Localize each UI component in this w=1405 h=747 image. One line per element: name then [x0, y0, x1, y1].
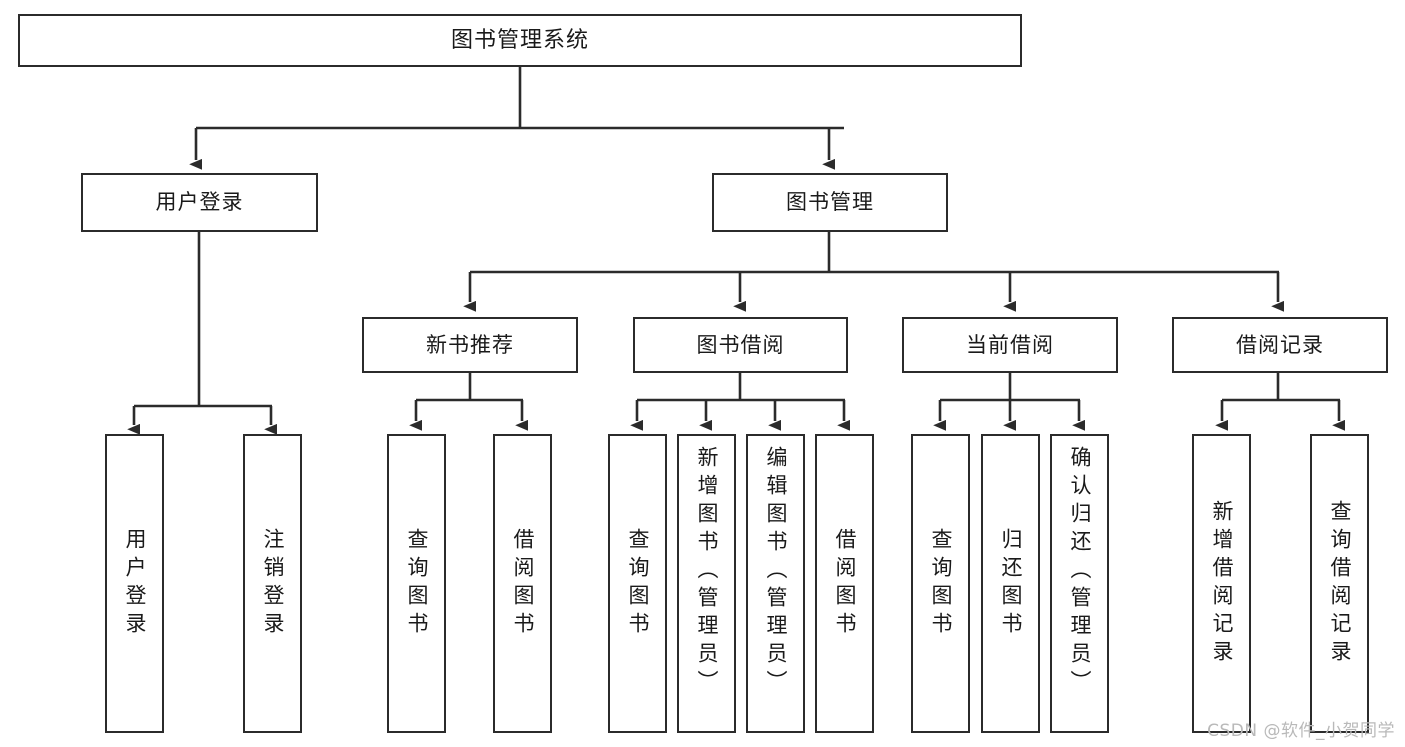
- leaf-recommend-borrow-book-label: 借阅图书: [511, 527, 535, 640]
- leaf-user-login-logout[interactable]: 注销登录: [243, 434, 302, 733]
- leaf-current-return-book[interactable]: 归还图书: [981, 434, 1040, 733]
- leaf-user-login-logout-label: 注销登录: [261, 527, 285, 640]
- leaf-user-login-login[interactable]: 用户登录: [105, 434, 164, 733]
- leaf-record-query-record-label: 查询借阅记录: [1328, 499, 1352, 668]
- leaf-record-add-record-label: 新增借阅记录: [1210, 499, 1234, 668]
- leaf-borrow-add-book-label: 新增图书（管理员）: [695, 446, 719, 698]
- node-user-login[interactable]: 用户登录: [81, 173, 318, 232]
- node-root-label: 图书管理系统: [450, 27, 589, 53]
- leaf-recommend-query-book-label: 查询图书: [405, 527, 429, 640]
- leaf-user-login-login-label: 用户登录: [123, 527, 147, 640]
- leaf-borrow-query-book-label: 查询图书: [626, 527, 650, 640]
- leaf-borrow-edit-book[interactable]: 编辑图书（管理员）: [746, 434, 805, 733]
- watermark-text: CSDN @软件_小贺同学: [1207, 721, 1395, 741]
- leaf-borrow-borrow-book-label: 借阅图书: [833, 527, 857, 640]
- node-book-management-label: 图书管理: [786, 190, 874, 215]
- leaf-record-query-record[interactable]: 查询借阅记录: [1310, 434, 1369, 733]
- leaf-borrow-query-book[interactable]: 查询图书: [608, 434, 667, 733]
- leaf-current-return-book-label: 归还图书: [999, 527, 1023, 640]
- leaf-borrow-edit-book-label: 编辑图书（管理员）: [764, 446, 788, 698]
- leaf-recommend-borrow-book[interactable]: 借阅图书: [493, 434, 552, 733]
- node-user-login-label: 用户登录: [155, 190, 244, 215]
- node-book-borrow[interactable]: 图书借阅: [633, 317, 848, 373]
- node-new-book-recommend[interactable]: 新书推荐: [362, 317, 578, 373]
- node-root[interactable]: 图书管理系统: [18, 14, 1022, 67]
- node-current-borrow[interactable]: 当前借阅: [902, 317, 1118, 373]
- leaf-record-add-record[interactable]: 新增借阅记录: [1192, 434, 1251, 733]
- node-current-borrow-label: 当前借阅: [966, 332, 1054, 357]
- leaf-borrow-add-book[interactable]: 新增图书（管理员）: [677, 434, 736, 733]
- leaf-borrow-borrow-book[interactable]: 借阅图书: [815, 434, 874, 733]
- leaf-current-confirm-return-label: 确认归还（管理员）: [1068, 446, 1092, 698]
- node-borrow-record[interactable]: 借阅记录: [1172, 317, 1388, 373]
- leaf-current-query-book[interactable]: 查询图书: [911, 434, 970, 733]
- leaf-recommend-query-book[interactable]: 查询图书: [387, 434, 446, 733]
- node-book-borrow-label: 图书借阅: [696, 332, 785, 357]
- leaf-current-confirm-return[interactable]: 确认归还（管理员）: [1050, 434, 1109, 733]
- leaf-current-query-book-label: 查询图书: [929, 527, 953, 640]
- node-book-management[interactable]: 图书管理: [712, 173, 948, 232]
- node-borrow-record-label: 借阅记录: [1236, 332, 1324, 357]
- node-new-book-recommend-label: 新书推荐: [426, 332, 514, 357]
